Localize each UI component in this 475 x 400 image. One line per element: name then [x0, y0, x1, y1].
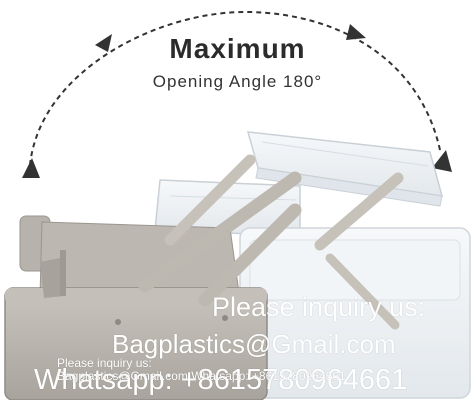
watermark-line: Bagplastics@Gmail.com: [112, 329, 396, 359]
support-arms: [138, 154, 404, 330]
watermark-line: Please inquiry us:: [212, 292, 426, 322]
base-clear-tray: [239, 227, 471, 399]
headline-subtitle: Opening Angle 180°: [152, 72, 323, 91]
watermark-small-line: Bagplastics@Gmail.com Whatsapp: +8615780…: [57, 369, 346, 383]
watermark-line: Whatsapp: +8615780964661: [34, 364, 408, 396]
watermark-small-line: Please inquiry us:: [57, 356, 152, 370]
headline-title: Maximum: [169, 33, 306, 64]
curved-dashed-arrow-icon: [22, 10, 452, 178]
